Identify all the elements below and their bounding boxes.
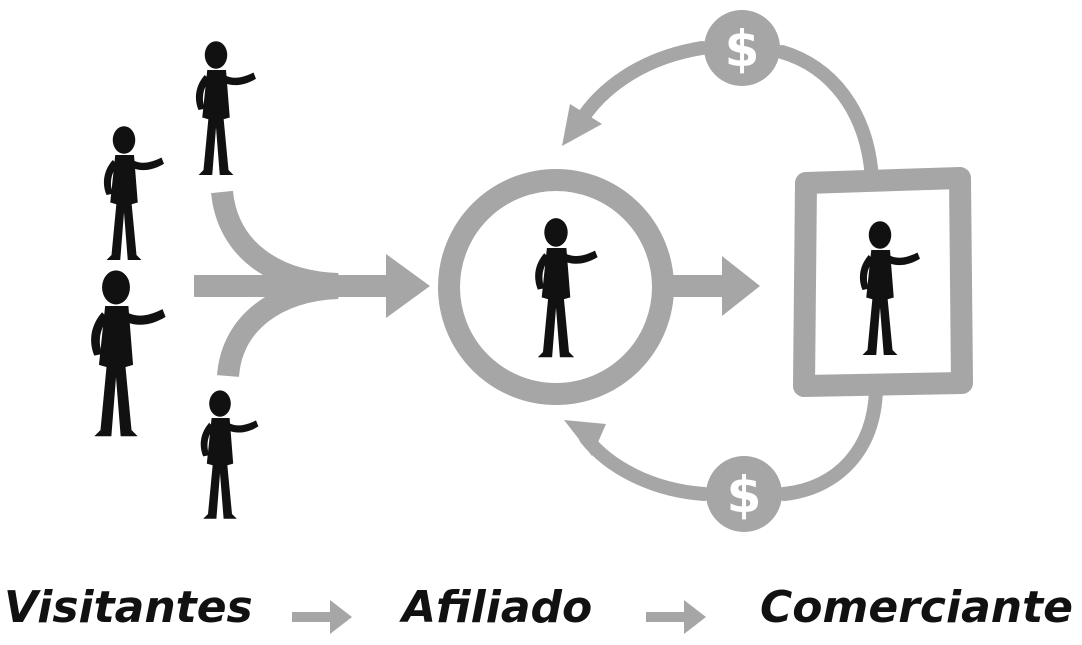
visitor-figure-4: [200, 390, 259, 519]
merchant-frame: [793, 167, 973, 397]
label-arrow-2: [646, 600, 706, 634]
money-loop-top-arrowhead: [562, 104, 602, 146]
label-arrow-1: [292, 600, 352, 634]
label-merchant: Comerciante: [760, 582, 1073, 633]
coin-top-symbol: $: [725, 20, 760, 78]
merchant-figure: [859, 221, 920, 355]
affiliate-figure: [535, 218, 598, 358]
merge-arrow: [194, 190, 400, 378]
visitor-figure-3: [91, 270, 166, 437]
affiliate-to-merchant-arrow: [672, 256, 760, 316]
merge-arrow-head: [386, 254, 430, 318]
dollar-coin-icon: $: [704, 10, 780, 86]
visitor-figure-1: [195, 41, 256, 175]
money-loop-bottom-arrowhead: [564, 420, 606, 456]
coin-bottom-symbol: $: [727, 466, 762, 524]
money-loop-top: [573, 41, 879, 187]
affiliate-circle: [438, 169, 674, 405]
dollar-coin-icon: $: [706, 456, 782, 532]
label-affiliate: Afiliado: [402, 582, 593, 633]
visitor-figure-2: [103, 126, 164, 260]
label-visitors: Visitantes: [4, 582, 253, 633]
